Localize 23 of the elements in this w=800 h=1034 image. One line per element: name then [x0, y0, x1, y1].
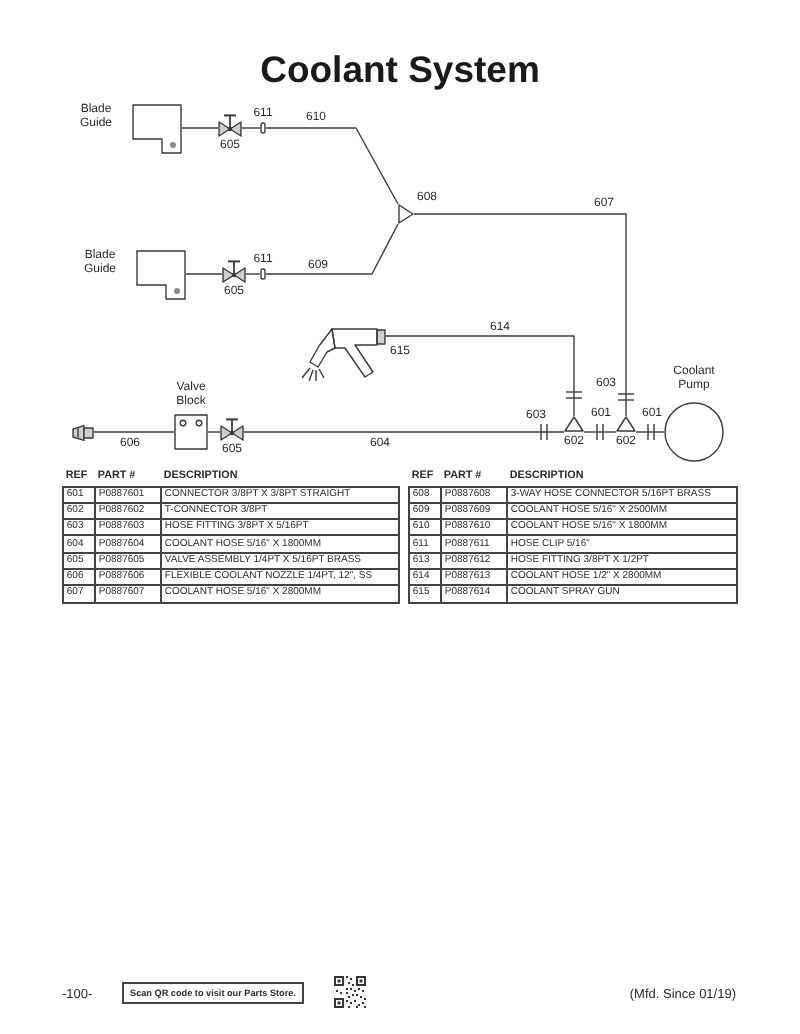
hose-line [265, 223, 399, 275]
hose-line [265, 127, 399, 205]
nozzle-icon [72, 423, 94, 441]
hose-line [243, 431, 565, 433]
hose-line [635, 431, 665, 433]
diagram-title: Coolant System [260, 50, 540, 90]
valve-icon [222, 259, 246, 283]
hose-clip-icon [260, 122, 266, 134]
valve-icon [220, 417, 244, 441]
hose-line [413, 213, 627, 417]
hose-line [185, 273, 223, 275]
valve-icon [218, 113, 242, 137]
tee-connector-icon [564, 416, 584, 432]
hose-line [93, 431, 175, 433]
hose-line [207, 431, 221, 433]
tee-connector-icon [616, 416, 636, 432]
hose-line [385, 335, 575, 417]
connector-icon [398, 204, 414, 224]
hose-line [241, 127, 261, 129]
hose-line [583, 431, 617, 433]
hose-line [245, 273, 261, 275]
hose-clip-icon [260, 268, 266, 280]
hose-line [181, 127, 219, 129]
